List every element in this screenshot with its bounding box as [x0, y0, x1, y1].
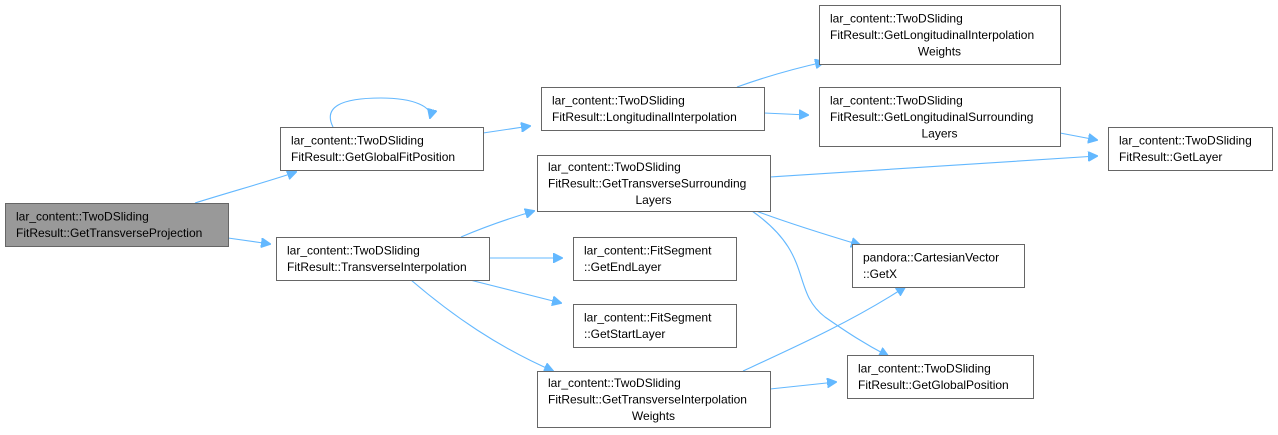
graph-node-n1[interactable]: lar_content::TwoDSlidingFitResult::GetTr…: [5, 203, 229, 247]
edge-n2-to-n4: [482, 126, 530, 134]
node-label-line: lar_content::TwoDSliding: [552, 94, 685, 108]
node-label-line: lar_content::FitSegment: [584, 311, 712, 325]
edge-n4-to-n10: [763, 113, 808, 115]
edge-n5-to-n13: [751, 210, 888, 356]
edge-n8-to-n12: [742, 287, 905, 372]
edge-n2-to-n2: [329, 97, 430, 128]
node-label-line: lar_content::TwoDSliding: [548, 376, 681, 390]
node-label-line: pandora::CartesianVector: [863, 251, 999, 265]
node-box: [847, 355, 1034, 399]
graph-node-n10[interactable]: lar_content::TwoDSlidingFitResult::GetLo…: [819, 87, 1061, 147]
graph-node-n12[interactable]: pandora::CartesianVector::GetX: [852, 244, 1025, 288]
graph-node-n13[interactable]: lar_content::TwoDSlidingFitResult::GetGl…: [847, 355, 1034, 399]
node-label-line: FitResult::GetTransverseSurrounding: [548, 176, 746, 190]
graph-node-n8[interactable]: lar_content::TwoDSlidingFitResult::GetTr…: [537, 371, 771, 428]
graph-node-n9[interactable]: lar_content::TwoDSlidingFitResult::GetLo…: [819, 5, 1061, 65]
edge-n10-to-n11: [1059, 132, 1097, 140]
node-label-line: ::GetEndLayer: [584, 260, 661, 274]
graph-node-n11[interactable]: lar_content::TwoDSlidingFitResult::GetLa…: [1108, 127, 1273, 171]
edge-n1-to-n2: [194, 172, 296, 204]
node-label-line: lar_content::TwoDSliding: [858, 362, 991, 376]
node-box: [819, 87, 1061, 147]
edge-n8-to-n13: [769, 382, 836, 390]
node-box: [573, 304, 737, 348]
node-label-line: Weights: [632, 409, 675, 423]
node-label-line: ::GetStartLayer: [584, 327, 665, 341]
node-label-line: lar_content::TwoDSliding: [291, 134, 424, 148]
node-label-line: FitResult::GetGlobalFitPosition: [291, 150, 455, 164]
edge-n1-to-n3: [227, 237, 270, 244]
edge-n5-to-n11: [769, 156, 1097, 178]
edges-layer: [194, 62, 1097, 390]
node-label-line: lar_content::TwoDSliding: [548, 160, 681, 174]
node-box: [1108, 127, 1273, 171]
edge-n4-to-n9: [736, 62, 824, 88]
node-label-line: Weights: [918, 44, 961, 58]
node-label-line: ::GetX: [863, 267, 897, 281]
node-box: [280, 127, 484, 171]
node-box: [573, 237, 737, 281]
edge-n3-to-n5: [460, 211, 534, 238]
node-label-line: FitResult::GetLayer: [1119, 150, 1222, 164]
node-label-line: Layers: [921, 126, 957, 140]
graph-node-n3[interactable]: lar_content::TwoDSlidingFitResult::Trans…: [276, 237, 490, 281]
graph-node-n7[interactable]: lar_content::FitSegment::GetStartLayer: [573, 304, 737, 348]
node-label-line: Layers: [635, 193, 671, 207]
graph-node-n6[interactable]: lar_content::FitSegment::GetEndLayer: [573, 237, 737, 281]
edge-n3-to-n8: [410, 279, 553, 371]
node-label-line: FitResult::TransverseInterpolation: [287, 260, 467, 274]
node-box: [276, 237, 490, 281]
node-label-line: lar_content::TwoDSliding: [16, 210, 149, 224]
node-box: [819, 5, 1061, 65]
node-box: [5, 203, 229, 247]
node-box: [537, 155, 771, 212]
node-label-line: lar_content::FitSegment: [584, 244, 712, 258]
node-label-line: FitResult::GetTransverseInterpolation: [548, 392, 747, 406]
edge-n3-to-n7: [469, 279, 561, 303]
node-box: [541, 87, 765, 131]
node-label-line: FitResult::GetLongitudinalSurrounding: [830, 110, 1033, 124]
edge-n5-to-n12: [755, 210, 860, 245]
node-label-line: FitResult::GetTransverseProjection: [16, 226, 202, 240]
node-label-line: FitResult::LongitudinalInterpolation: [552, 110, 737, 124]
node-label-line: lar_content::TwoDSliding: [830, 93, 963, 107]
node-label-line: FitResult::GetGlobalPosition: [858, 378, 1009, 392]
nodes-layer: lar_content::TwoDSlidingFitResult::GetTr…: [5, 5, 1273, 428]
node-box: [537, 371, 771, 428]
node-box: [852, 244, 1025, 288]
node-label-line: lar_content::TwoDSliding: [830, 11, 963, 25]
node-label-line: FitResult::GetLongitudinalInterpolation: [830, 28, 1034, 42]
graph-node-n2[interactable]: lar_content::TwoDSlidingFitResult::GetGl…: [280, 127, 484, 171]
graph-node-n4[interactable]: lar_content::TwoDSlidingFitResult::Longi…: [541, 87, 765, 131]
graph-node-n5[interactable]: lar_content::TwoDSlidingFitResult::GetTr…: [537, 155, 771, 212]
node-label-line: lar_content::TwoDSliding: [1119, 134, 1252, 148]
node-label-line: lar_content::TwoDSliding: [287, 244, 420, 258]
